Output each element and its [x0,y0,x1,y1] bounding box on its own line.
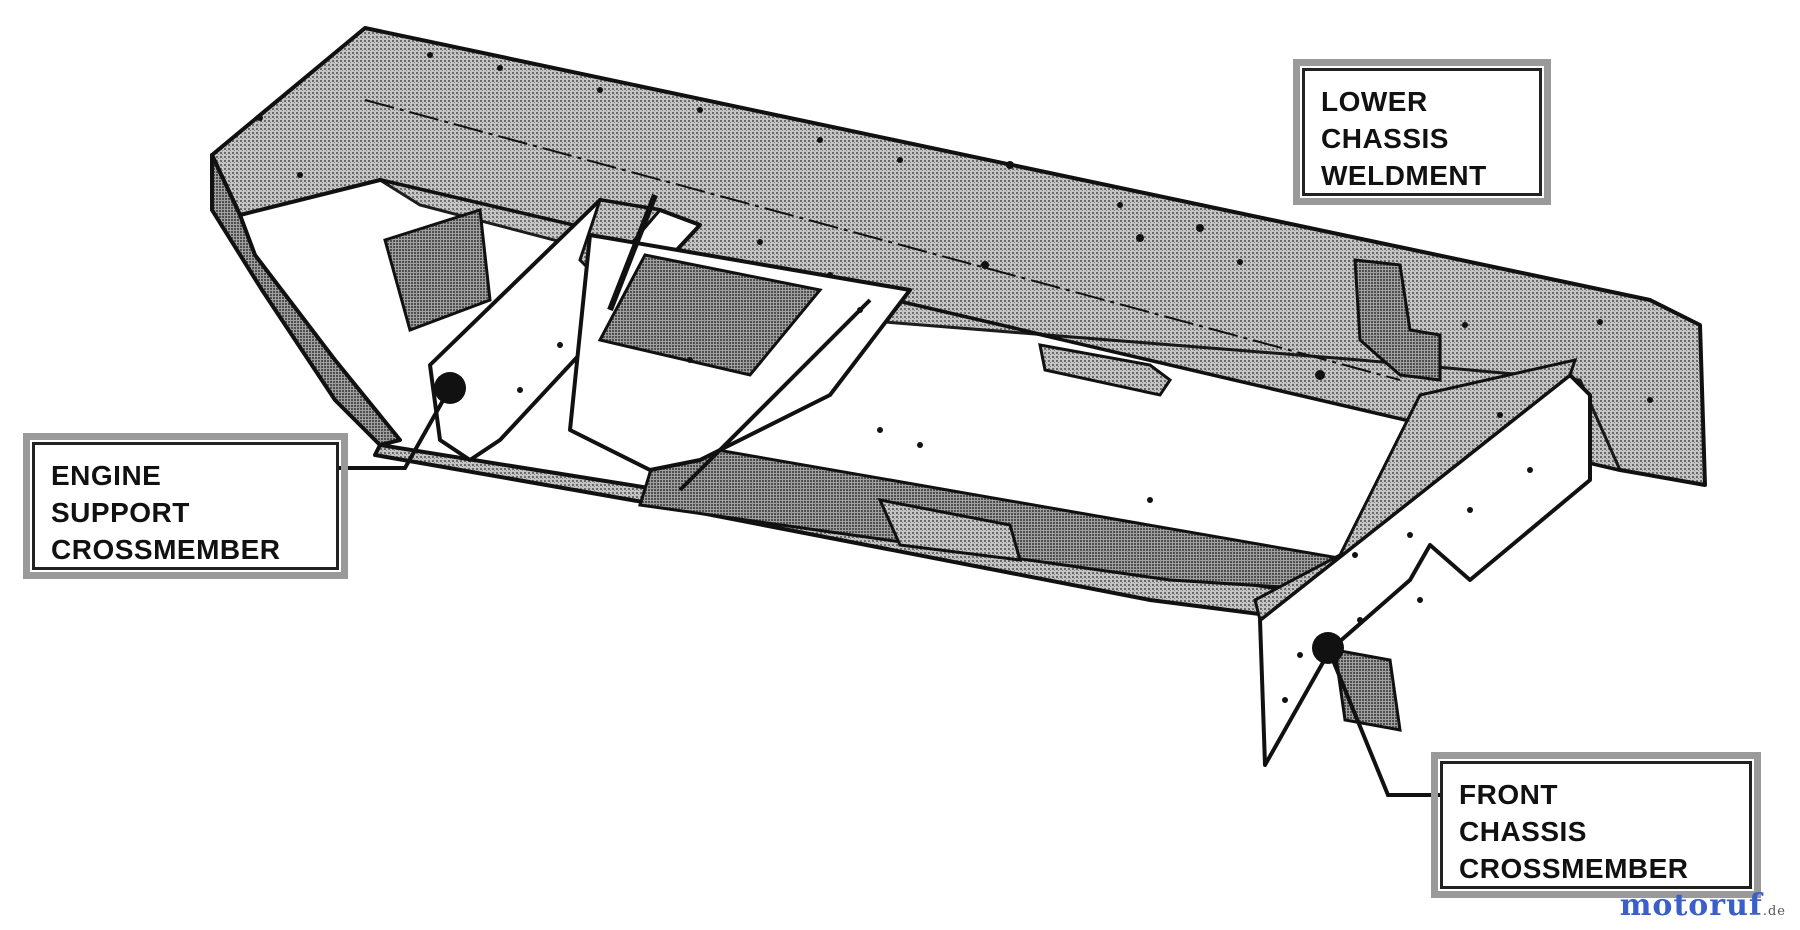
left-inner-wall [383,208,492,332]
mounting-holes [257,52,1653,703]
engine-support-crossmember-label: ENGINE SUPPORT CROSSMEMBER [23,433,348,579]
watermark-brand: motoruf [1619,888,1763,923]
rear-left-wall [210,153,402,447]
right-hook [1353,258,1442,382]
front-crossmember [1258,373,1592,767]
watermark: motoruf.de [1620,888,1786,923]
lower-chassis-weldment-label: LOWER CHASSIS WELDMENT [1293,59,1551,205]
mid-bracket [877,497,1023,562]
label-line: SUPPORT [51,497,190,528]
label-line: CHASSIS [1321,123,1449,154]
label-line: CHASSIS [1459,816,1587,847]
front-leader-line [1326,647,1440,797]
label-line: WELDMENT [1321,160,1487,191]
label-line: CROSSMEMBER [1459,853,1689,884]
watermark-suffix: .de [1762,904,1786,919]
label-line: LOWER [1321,86,1428,117]
front-crossmember-lip [1253,357,1578,623]
label-line: CROSSMEMBER [51,534,281,565]
label-line: ENGINE [51,460,162,491]
plate-cutout [597,253,823,377]
engine-leader-line [339,387,452,470]
lower-floor [638,438,1353,592]
label-line: FRONT [1459,779,1558,810]
front-chassis-crossmember-label: FRONT CHASSIS CROSSMEMBER [1431,752,1761,898]
small-tab [1038,343,1173,397]
